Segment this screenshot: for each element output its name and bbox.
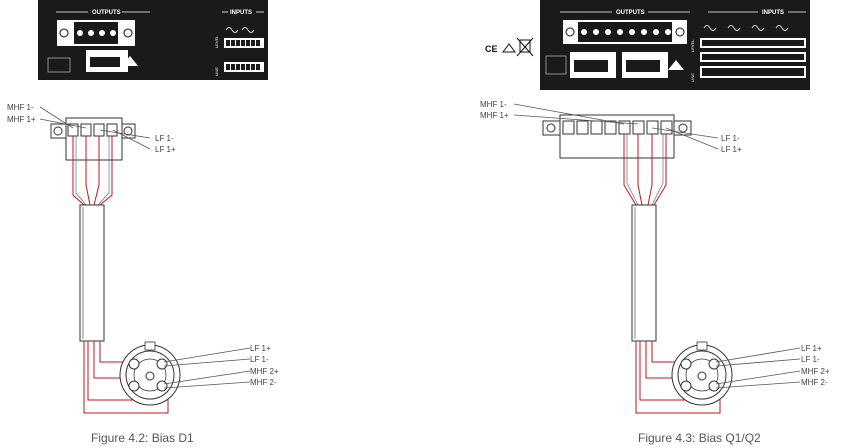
recycle-icon xyxy=(502,43,516,53)
warning-triangle-icon xyxy=(122,56,138,66)
line-label: LINE xyxy=(690,73,695,82)
diagram-bias-d1: OUTPUTS INPUTS LEVEL LINE xyxy=(7,0,279,445)
inputs-title: INPUTS xyxy=(762,10,784,16)
rear-panel: OUTPUTS INPUTS LEVEL LINE xyxy=(38,0,268,80)
speakon-plug xyxy=(119,341,181,406)
label-speakon-mhf2-plus: MHF 2+ xyxy=(250,367,279,376)
label-speakon-lf1-minus: LF 1- xyxy=(801,355,820,364)
terminal-plug xyxy=(542,114,692,159)
line-label: LINE xyxy=(214,67,219,76)
label-lf1-minus: LF 1- xyxy=(155,134,174,143)
red-wires-top xyxy=(72,136,113,206)
label-mhf1-plus: MHF 1+ xyxy=(480,111,509,120)
label-mhf1-minus: MHF 1- xyxy=(7,103,34,112)
label-mhf1-plus: MHF 1+ xyxy=(7,115,36,124)
red-wires-top xyxy=(623,134,667,206)
label-lf1-plus: LF 1+ xyxy=(155,145,176,154)
label-speakon-lf1-plus: LF 1+ xyxy=(250,344,271,353)
weee-bin-icon xyxy=(516,37,534,57)
outputs-title: OUTPUTS xyxy=(616,10,645,16)
diagram-bias-q1q2: OUTPUTS INPUTS CE L xyxy=(480,0,830,445)
figure-caption-left: Figure 4.2: Bias D1 xyxy=(91,431,194,445)
inputs-title: INPUTS xyxy=(230,10,252,16)
ce-mark: CE xyxy=(485,44,498,54)
dip-switch xyxy=(47,57,71,73)
dip-switch xyxy=(545,55,567,75)
outputs-title: OUTPUTS xyxy=(92,10,121,16)
level-label: LEVEL xyxy=(690,39,695,52)
warning-triangle-icon xyxy=(668,60,684,70)
cable-sheath xyxy=(631,204,657,342)
terminal-plug xyxy=(50,117,136,161)
rear-panel: OUTPUTS INPUTS CE L xyxy=(480,0,810,90)
label-speakon-mhf2-minus: MHF 2- xyxy=(801,378,828,387)
level-label: LEVEL xyxy=(214,35,219,48)
label-speakon-mhf2-plus: MHF 2+ xyxy=(801,367,830,376)
label-speakon-lf1-minus: LF 1- xyxy=(250,355,269,364)
label-lf1-plus: LF 1+ xyxy=(721,145,742,154)
speakon-plug xyxy=(671,341,733,406)
figure-caption-right: Figure 4.3: Bias Q1/Q2 xyxy=(638,431,761,445)
label-mhf1-minus: MHF 1- xyxy=(480,100,507,109)
cable-sheath xyxy=(79,204,105,342)
label-speakon-lf1-plus: LF 1+ xyxy=(801,344,822,353)
label-speakon-mhf2-minus: MHF 2- xyxy=(250,378,277,387)
label-lf1-minus: LF 1- xyxy=(721,134,740,143)
